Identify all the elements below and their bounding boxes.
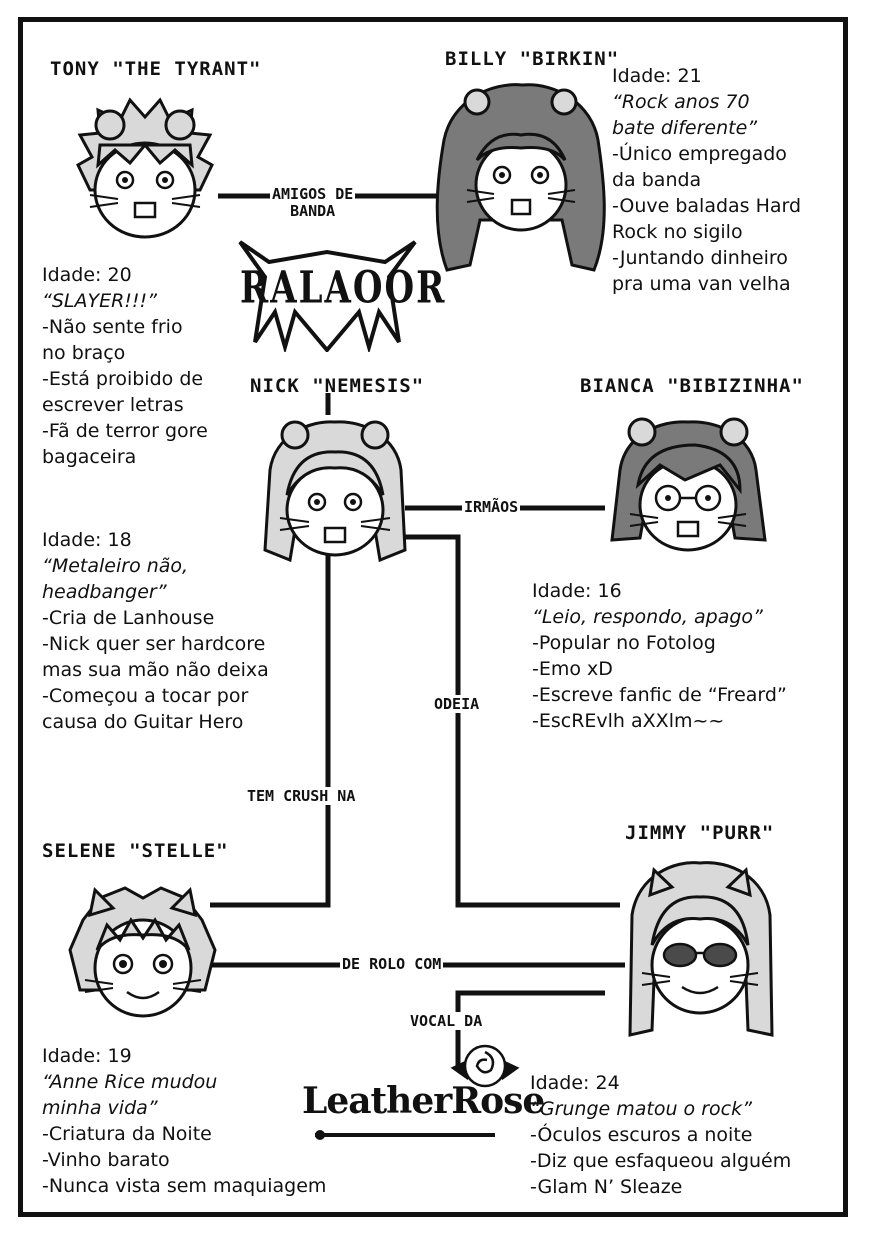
fact: -Fã de terror gore bagaceira (42, 420, 208, 468)
fact: -Começou a tocar por causa do Guitar Her… (42, 685, 249, 733)
fact: -Glam N’ Sleaze (530, 1176, 683, 1198)
quote: “SLAYER!!!” (42, 290, 157, 312)
age: Idade: 16 (532, 580, 622, 602)
jimmy-face (628, 861, 774, 1037)
info-nick: Idade: 18 “Metaleiro não, headbanger” -C… (42, 527, 269, 735)
info-jimmy: Idade: 24 “Grunge matou o rock” -Óculos … (530, 1070, 791, 1200)
quote: “Leio, respondo, apago” (532, 606, 763, 628)
relation-label-irmaos: Irmãos (462, 498, 521, 516)
nick-face (263, 420, 407, 563)
fact: -Emo xD (532, 658, 613, 680)
fact: -Único empregado da banda (612, 143, 787, 191)
info-tony: Idade: 20 “SLAYER!!!” -Não sente frio no… (42, 262, 208, 470)
fact: -Está proibido de escrever letras (42, 368, 204, 416)
fact: -Cria de Lanhouse (42, 607, 215, 629)
line-nick-selene (210, 555, 331, 908)
fact: -Diz que esfaqueou alguém (530, 1150, 792, 1172)
page-frame (18, 17, 848, 1217)
name-nick: Nick "Nemesis" (250, 375, 425, 397)
tony-face (76, 97, 214, 239)
fact: -Escreve fanfic de “Freard” (532, 684, 787, 706)
band-logo-leatherrose: LeatherRose (302, 1080, 545, 1122)
fact: -Ouve baladas Hard Rock no sigilo (612, 195, 802, 243)
age: Idade: 20 (42, 264, 132, 286)
line-jimmy-leatherrose (455, 990, 605, 1070)
fact: -EscREvlh aXXlm~~ (532, 710, 725, 732)
bianca-face (610, 417, 767, 552)
relation-label-crush: Tem Crush Na (245, 787, 358, 805)
fact: -Juntando dinheiro pra uma van velha (612, 247, 791, 295)
fact: -Nunca vista sem maquiagem (42, 1175, 327, 1197)
fact: -Vinho barato (42, 1149, 170, 1171)
age: Idade: 18 (42, 529, 132, 551)
relation-label-amigos: Amigos de banda (270, 185, 356, 220)
quote: “Grunge matou o rock” (530, 1098, 752, 1120)
quote: “Rock anos 70 bate diferente” (612, 91, 758, 139)
fact: -Óculos escuros a noite (530, 1124, 753, 1146)
name-selene: Selene "Stelle" (42, 840, 229, 862)
name-bianca: Bianca "Bibizinha" (580, 375, 804, 397)
band-logo-ralaoor-emblem (238, 240, 417, 352)
fact: -Popular no Fotolog (532, 632, 716, 654)
leatherrose-underline (315, 1130, 495, 1140)
fact: -Nick quer ser hardcore mas sua mão não … (42, 633, 269, 681)
line-nick-jimmy (405, 534, 620, 908)
fact: -Não sente frio no braço (42, 316, 183, 364)
info-billy: Idade: 21 “Rock anos 70 bate diferente” … (612, 63, 801, 297)
name-jimmy: Jimmy "purr" (625, 822, 775, 844)
relation-label-vocal: Vocal da (408, 1012, 485, 1030)
name-billy: Billy "Birkin" (445, 48, 620, 70)
age: Idade: 19 (42, 1045, 132, 1067)
info-bianca: Idade: 16 “Leio, respondo, apago” -Popul… (532, 578, 787, 734)
band-logo-ralaoor: RALAOOR (240, 262, 447, 314)
age: Idade: 21 (612, 65, 702, 87)
quote: “Metaleiro não, headbanger” (42, 555, 189, 603)
fact: -Criatura da Noite (42, 1123, 212, 1145)
billy-face (435, 83, 606, 272)
age: Idade: 24 (530, 1072, 620, 1094)
info-selene: Idade: 19 “Anne Rice mudou minha vida” -… (42, 1043, 326, 1199)
quote: “Anne Rice mudou minha vida” (42, 1071, 218, 1119)
relation-label-rolo: De rolo com (340, 955, 444, 973)
selene-face (68, 886, 217, 1018)
relation-label-odeia: Odeia (432, 695, 482, 713)
name-tony: Tony "The Tyrant" (50, 58, 262, 80)
rose-icon (450, 1044, 520, 1088)
